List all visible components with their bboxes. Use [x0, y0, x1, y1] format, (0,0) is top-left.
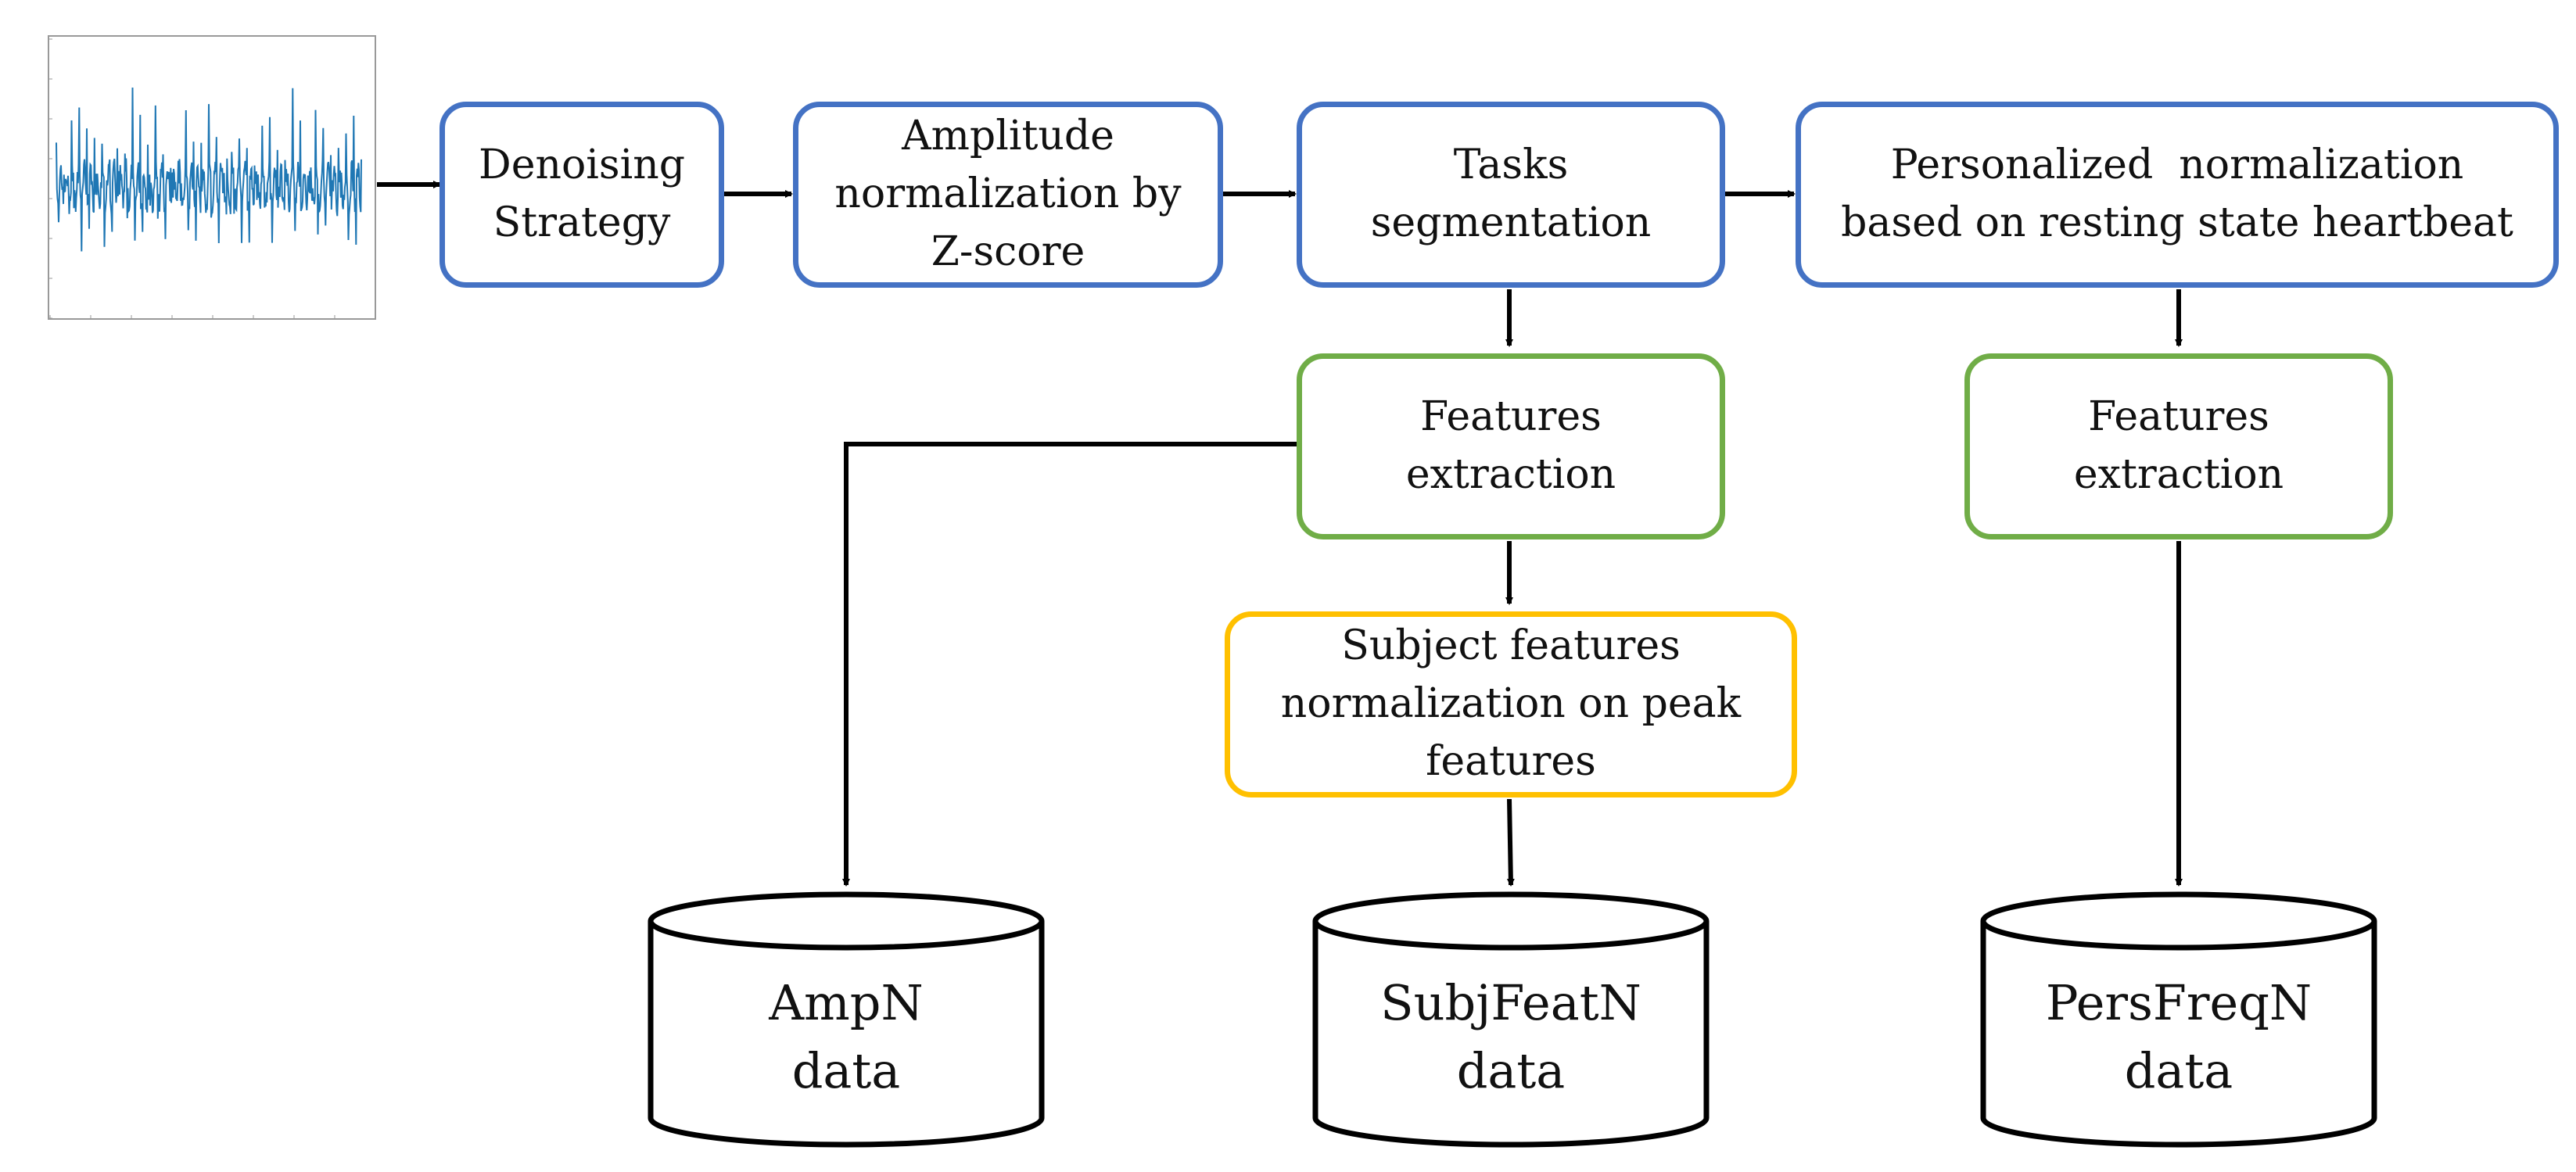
features-mid-line-1: Features: [1420, 393, 1602, 441]
personalized-line-1: Personalized normalization: [1890, 142, 2464, 189]
tasks-segmentation-box: Tasks segmentation: [1297, 102, 1725, 288]
persfreqn-line-1: PersFreqN: [2045, 974, 2312, 1032]
features-extraction-right-box: Features extraction: [1964, 353, 2393, 539]
ampn-database-label: AmpN data: [654, 955, 1039, 1120]
arrow-features-mid-to-ampn: [842, 442, 1300, 887]
subjfeatn-database-label: SubjFeatN data: [1318, 955, 1703, 1120]
subject-features-normalization-box: Subject features normalization on peak f…: [1225, 611, 1797, 797]
subjfeatn-line-2: data: [1456, 1042, 1566, 1099]
subject-line-3: features: [1426, 737, 1596, 785]
denoising-line-2: Strategy: [493, 199, 671, 246]
persfreqn-database-label: PersFreqN data: [1986, 955, 2371, 1120]
personalized-normalization-box: Personalized normalization based on rest…: [1796, 102, 2559, 288]
personalized-line-2: based on resting state heartbeat: [1841, 199, 2513, 246]
tasks-line-1: Tasks: [1453, 142, 1569, 189]
ampn-line-2: data: [791, 1042, 901, 1099]
subjfeatn-database-icon: [1312, 891, 1710, 1148]
subject-line-1: Subject features: [1341, 622, 1681, 670]
ampn-line-1: AmpN: [769, 974, 924, 1032]
subjfeatn-line-1: SubjFeatN: [1380, 974, 1641, 1032]
amplitude-line-1: Amplitude: [902, 113, 1114, 160]
features-right-line-1: Features: [2088, 393, 2269, 441]
persfreqn-database-icon: [1980, 891, 2377, 1148]
arrow-subject-to-subjfeatn: [1506, 798, 1515, 887]
features-mid-line-2: extraction: [1405, 451, 1616, 498]
ampn-database-icon: [648, 891, 1045, 1148]
subject-line-2: normalization on peak: [1280, 680, 1742, 728]
amplitude-normalization-box: Amplitude normalization by Z-score: [793, 102, 1223, 288]
denoising-line-1: Denoising: [479, 142, 685, 189]
features-extraction-mid-box: Features extraction: [1297, 353, 1725, 539]
amplitude-line-3: Z-score: [931, 228, 1085, 275]
persfreqn-line-2: data: [2124, 1042, 2233, 1099]
ecg-signal-plot-icon: [48, 35, 376, 320]
amplitude-line-2: normalization by: [834, 170, 1182, 218]
features-right-line-2: extraction: [2073, 451, 2284, 498]
denoising-strategy-box: Denoising Strategy: [439, 102, 724, 288]
tasks-line-2: segmentation: [1370, 199, 1652, 246]
